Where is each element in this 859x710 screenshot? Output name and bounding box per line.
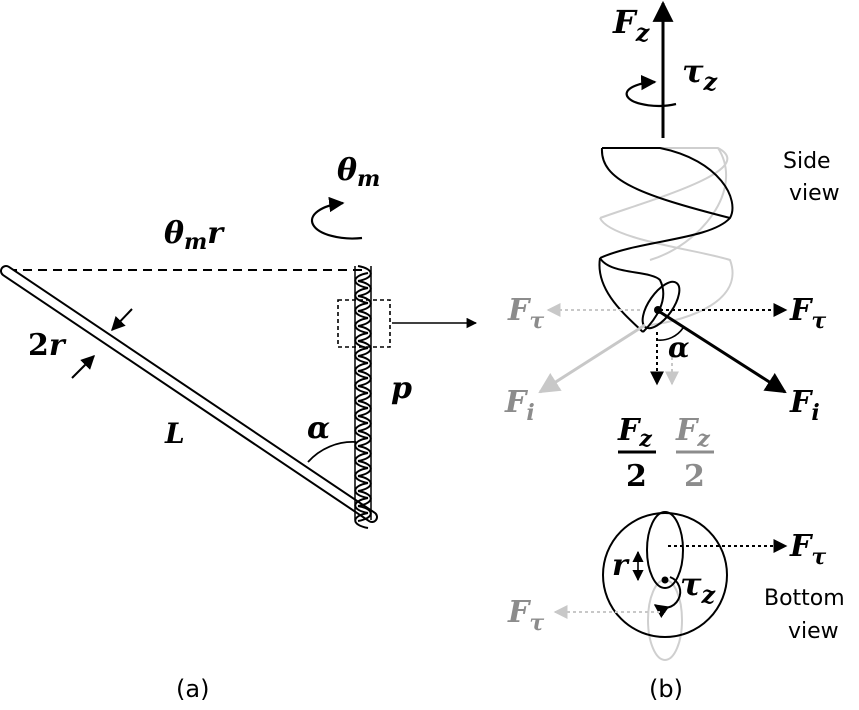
theta-m-r-label: θmr [164,216,225,255]
bottom-view-label-line2: view [788,619,839,644]
f-tau-ghost-label: Fτ [507,293,544,334]
torque-tau-z-icon [625,74,677,108]
helix-back-strand [599,147,734,326]
twisted-strand [354,265,372,529]
f-i-arrow [659,310,787,394]
bottom-tau-z-label: τz [680,565,717,609]
f-tau-label: Fτ [789,293,826,334]
caption-b: (b) [649,675,683,703]
svg-text:Fz: Fz [617,413,652,452]
svg-text:Fz: Fz [675,413,710,452]
f-i-ghost-label: Fi [504,385,535,426]
caption-a: (a) [176,675,209,703]
helix-front-strand [598,147,734,333]
side-view-label-line2: view [789,181,840,206]
fz-label: Fz [612,3,651,47]
alpha-label-b: α [668,331,690,364]
thickness-arrow-lower [71,355,95,379]
bottom-view-inner-ellipse [646,511,684,589]
rotation-arrow-icon [310,196,363,240]
thickness-arrow-upper [111,308,133,332]
radius-r-label: r [612,548,630,583]
strand-outline [354,266,372,520]
fz-half-fraction: Fz 2 [617,413,656,494]
side-view-label-line1: Side [783,149,831,174]
svg-text:2: 2 [626,459,647,494]
alpha-angle-arc-b [656,327,684,341]
alpha-label-a: α [307,411,330,446]
theta-m-label: θm [337,153,380,192]
pitch-p-label: p [391,371,412,406]
bottom-view-label-line1: Bottom [764,586,845,611]
bottom-torque-icon [653,576,682,618]
tau-z-label: τz [682,52,719,96]
svg-text:2: 2 [684,459,705,494]
length-l-label: L [164,417,185,450]
two-r-label: 2r [28,328,67,363]
alpha-angle-arc [307,441,357,463]
panel-a: θm θmr 2r L α p (a) [0,153,478,703]
f-i-ghost-arrow [538,323,646,394]
fz-half-ghost-fraction: Fz 2 [675,413,714,494]
slanted-rod [0,265,378,523]
panel-b-bottom-view: r τz Fτ Fτ Bottom view (b) [507,511,845,703]
panel-b-side-view: Fz τz Side view Fτ Fτ α Fi Fi Fz 2 Fz 2 [504,0,840,494]
bottom-f-tau-label: Fτ [789,529,826,570]
f-i-label: Fi [789,385,820,426]
bottom-f-tau-ghost-label: Fτ [507,595,544,636]
